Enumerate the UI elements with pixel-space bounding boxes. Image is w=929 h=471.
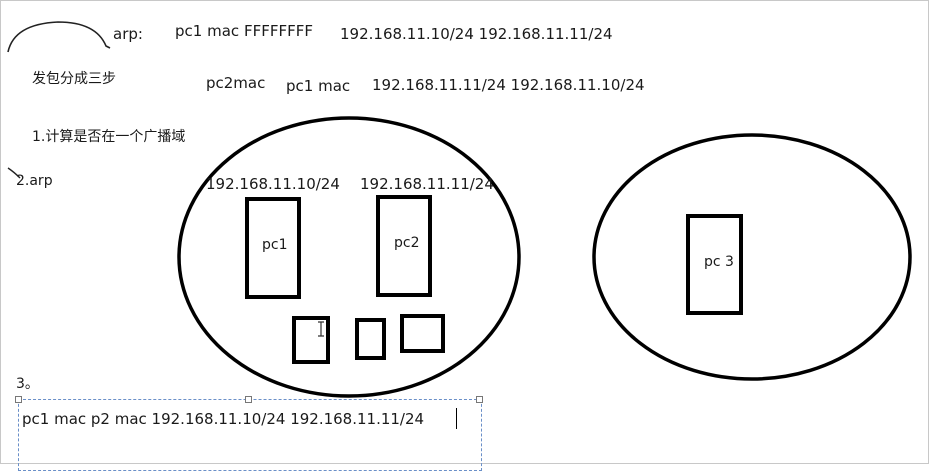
arp-label: arp:	[113, 25, 143, 43]
pc2-ip-label: 192.168.11.11/24	[360, 175, 494, 193]
reply-src-mac: pc2mac	[206, 74, 266, 92]
resize-handle-top-left[interactable]	[15, 396, 22, 403]
resize-handle-top-center[interactable]	[245, 396, 252, 403]
pc1-ip-label: 192.168.11.10/24	[206, 175, 340, 193]
broadcast-domain-1	[177, 116, 521, 398]
text-caret	[456, 408, 457, 429]
arp-src-mac: pc1 mac	[175, 22, 240, 40]
reply-dst-mac: pc1 mac	[286, 77, 351, 95]
ibeam-cursor-icon	[318, 321, 324, 337]
device-box-1	[292, 316, 330, 364]
step-1: 1.计算是否在一个广播域	[32, 129, 186, 145]
pc2-label: pc2	[394, 235, 420, 251]
arp-dst-mac: FFFFFFFF	[244, 22, 314, 40]
pen-stroke-curl	[7, 21, 111, 53]
pc3-box	[686, 214, 743, 315]
step-2: 2.arp	[16, 173, 53, 189]
pc3-label: pc 3	[704, 254, 734, 270]
step-3: 3。	[16, 376, 39, 392]
reply-ips: 192.168.11.11/24 192.168.11.10/24	[372, 76, 645, 94]
textbox-content[interactable]: pc1 mac p2 mac 192.168.11.10/24 192.168.…	[22, 410, 425, 428]
resize-handle-top-right[interactable]	[476, 396, 483, 403]
pen-stroke-tick	[7, 167, 21, 179]
device-box-3	[400, 314, 445, 353]
pc1-box	[245, 197, 301, 299]
arp-ips: 192.168.11.10/24 192.168.11.11/24	[340, 25, 613, 43]
pc1-label: pc1	[262, 237, 288, 253]
steps-title: 发包分成三步	[32, 71, 116, 87]
broadcast-domain-2	[592, 133, 912, 381]
pc2-box	[376, 195, 432, 297]
device-box-2	[355, 318, 386, 360]
